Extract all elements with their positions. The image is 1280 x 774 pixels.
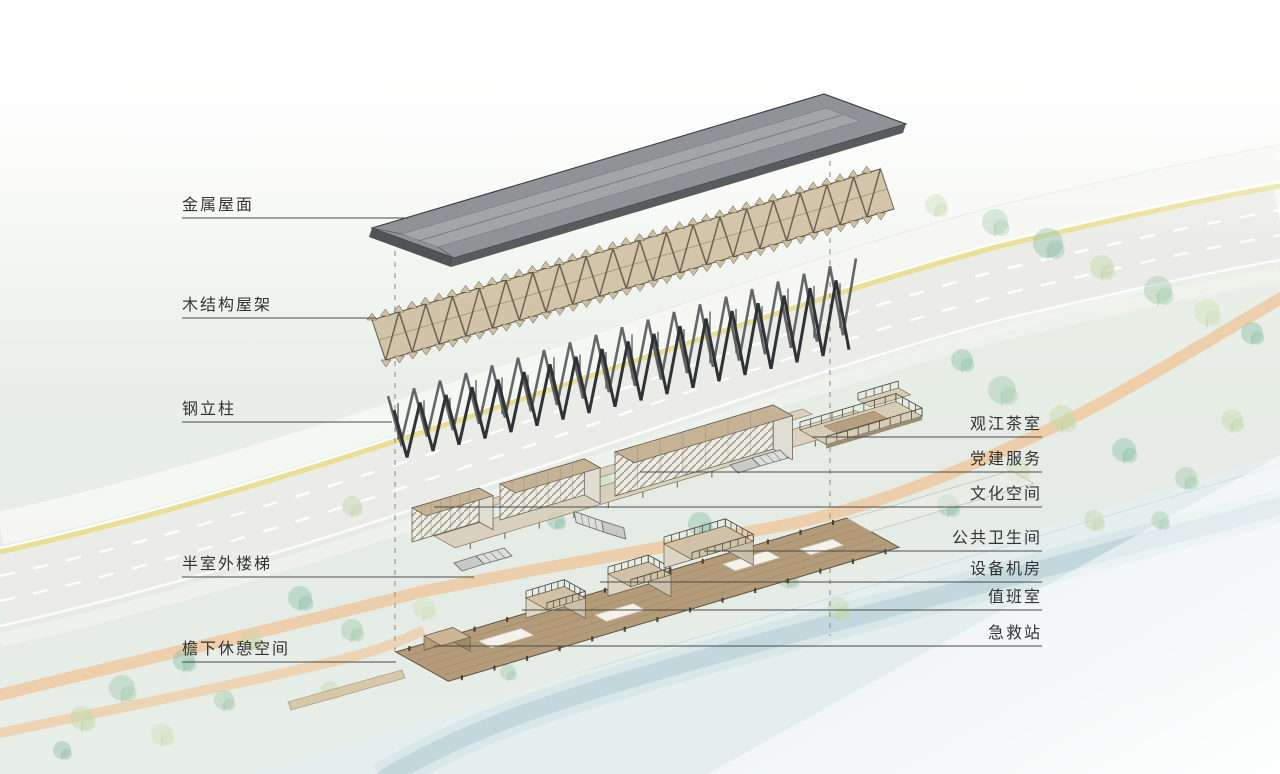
label-timber-roof-truss: 木结构屋架 [182, 297, 273, 314]
label-steel-columns: 钢立柱 [182, 401, 237, 418]
label-party-service: 党建服务 [969, 451, 1042, 468]
label-under-eave-rest-space: 檐下休憩空间 [182, 641, 291, 658]
leader-lines [182, 217, 1042, 663]
steel-columns-layer [386, 258, 858, 458]
trees [53, 179, 1265, 761]
label-duty-room: 值班室 [987, 589, 1042, 606]
label-river-view-tearoom: 观江茶室 [969, 416, 1042, 433]
metal-roof-layer [369, 93, 908, 267]
label-semi-outdoor-stair: 半室外楼梯 [182, 556, 273, 573]
label-culture-space: 文化空间 [969, 486, 1042, 503]
walking-path [0, 291, 1280, 739]
label-first-aid-station: 急救站 [987, 625, 1042, 642]
label-public-toilet: 公共卫生间 [951, 530, 1042, 547]
label-metal-roof: 金属屋面 [182, 197, 255, 214]
pavilion-rooms-layer [411, 380, 924, 572]
timber-truss-layer [366, 165, 895, 368]
label-equipment-room: 设备机房 [969, 561, 1042, 578]
